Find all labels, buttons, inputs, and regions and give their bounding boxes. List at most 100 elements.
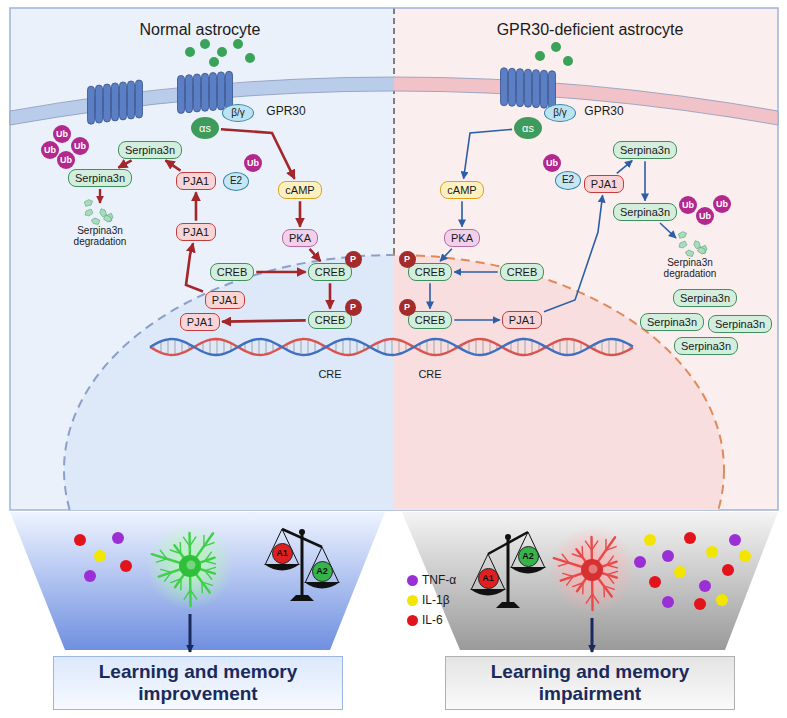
a2-circle: A2 (312, 561, 333, 582)
astrocyte-cell (604, 586, 614, 590)
legend-text: TNF-α (422, 573, 456, 587)
outcome-box: Learning and memory improvement (53, 656, 343, 710)
ubiquitin-circle: Ub (41, 141, 59, 159)
protein-fragments (85, 209, 93, 216)
ligand-dots (209, 57, 219, 67)
node-text: CREB (415, 314, 446, 327)
cytokine-dots (674, 566, 686, 578)
node-text: Ub (44, 145, 56, 155)
cytokine-dots (684, 532, 696, 544)
phospho-circle: P (399, 299, 416, 316)
node-text: PKA (451, 232, 473, 245)
legend-entry: TNF-α (422, 573, 456, 587)
astrocyte-cell (171, 579, 181, 583)
outcome-arrow (591, 618, 594, 652)
astrocyte-cell (548, 526, 636, 614)
protein-box: Serpina3n (640, 313, 704, 332)
node-text: P (404, 302, 410, 312)
dna-helix (265, 340, 266, 355)
astrocyte-cell (205, 561, 216, 564)
text-label: Serpina3n degradation (654, 257, 726, 280)
node-text: Serpina3n (680, 292, 730, 305)
dna-helix (356, 341, 357, 354)
node-text: Ub (56, 129, 68, 139)
astrocyte-cell (607, 571, 618, 574)
astrocyte-cell (592, 541, 598, 550)
dna-helix (223, 340, 224, 353)
label-text: Normal astrocyte (140, 21, 261, 38)
node-text: β/γ (231, 107, 245, 119)
label-text: Serpina3n degradation (664, 257, 717, 280)
outcome-arrow (190, 614, 592, 652)
astrocyte-cell (205, 552, 212, 561)
protein-fragments (678, 231, 687, 239)
legend-swatch (407, 595, 418, 606)
astrocyte-cell (203, 535, 205, 546)
cytokine-dots (74, 532, 751, 610)
astrocyte-cell (204, 543, 214, 547)
cytokine-dots (634, 556, 646, 568)
gpr30-receptor (533, 70, 540, 108)
protein-fragments (696, 245, 706, 256)
node-text: PKA (289, 232, 311, 245)
dna-helix (349, 339, 350, 355)
phospho-circle: P (399, 251, 416, 268)
ligand-dots (200, 39, 210, 49)
pja1-box: PJA1 (584, 175, 624, 194)
protein-box: Serpina3n (118, 141, 182, 160)
outcome-box: Learning and memory impairment (445, 656, 735, 710)
text-label: GPR30 (584, 105, 623, 119)
dna-helix (468, 341, 469, 352)
legend-entry: IL-1β (422, 593, 450, 607)
ubiquitin-circle: Ub (696, 207, 714, 225)
node-text: Serpina3n (715, 318, 765, 331)
legend-swatch (407, 575, 418, 586)
dna-helix (160, 341, 161, 352)
dna-helix (489, 341, 490, 353)
astrocyte-cell (606, 547, 616, 551)
node-text: Serpina3n (75, 172, 125, 185)
arrow-connector (440, 249, 452, 261)
balance-scale (290, 595, 314, 601)
astrocyte-cell (187, 561, 196, 570)
gpr30-receptor (88, 86, 95, 124)
dna-helix (342, 339, 343, 354)
astrocyte-cell (581, 547, 583, 558)
cytokine-dots (649, 576, 661, 588)
dna-helix (300, 339, 301, 355)
cell-membrane (10, 77, 778, 125)
dna-helix (531, 340, 532, 353)
cytokine-dots (722, 564, 734, 576)
text-label: CRE (318, 368, 341, 381)
gpr30-receptor (88, 68, 556, 124)
balance-scale (470, 589, 506, 596)
ligand-dots (563, 56, 573, 66)
node-text: P (404, 254, 410, 264)
astrocyte-cell (205, 571, 212, 580)
dna-helix (150, 339, 633, 355)
ligand-dots (185, 47, 195, 57)
dna-helix (622, 341, 623, 352)
node-text: Ub (74, 141, 86, 151)
gpr30-receptor (136, 80, 143, 118)
dna-helix (482, 339, 483, 355)
arrow-connector (429, 283, 431, 308)
label-text: CRE (318, 368, 341, 380)
dna-helix (440, 340, 441, 355)
arrow-connector (617, 161, 632, 174)
node-text: Ub (247, 158, 259, 168)
node-text: Learning and memory improvement (62, 661, 334, 705)
cytokine-dots (739, 550, 751, 562)
legend-swatch (407, 615, 418, 626)
dna-helix (251, 340, 252, 353)
gpr30-receptor (509, 68, 516, 106)
gpr30-receptor (186, 75, 193, 113)
ubiquitin-circle: Ub (713, 195, 731, 213)
creb-box: CREB (308, 311, 353, 330)
astrocyte-cell (605, 539, 607, 550)
g-betagamma-ellipse: β/γ (222, 104, 254, 122)
dna-helix (559, 340, 560, 354)
node-text: PJA1 (183, 175, 209, 188)
cell-membrane (10, 77, 778, 125)
outcome-arrow (189, 614, 192, 652)
